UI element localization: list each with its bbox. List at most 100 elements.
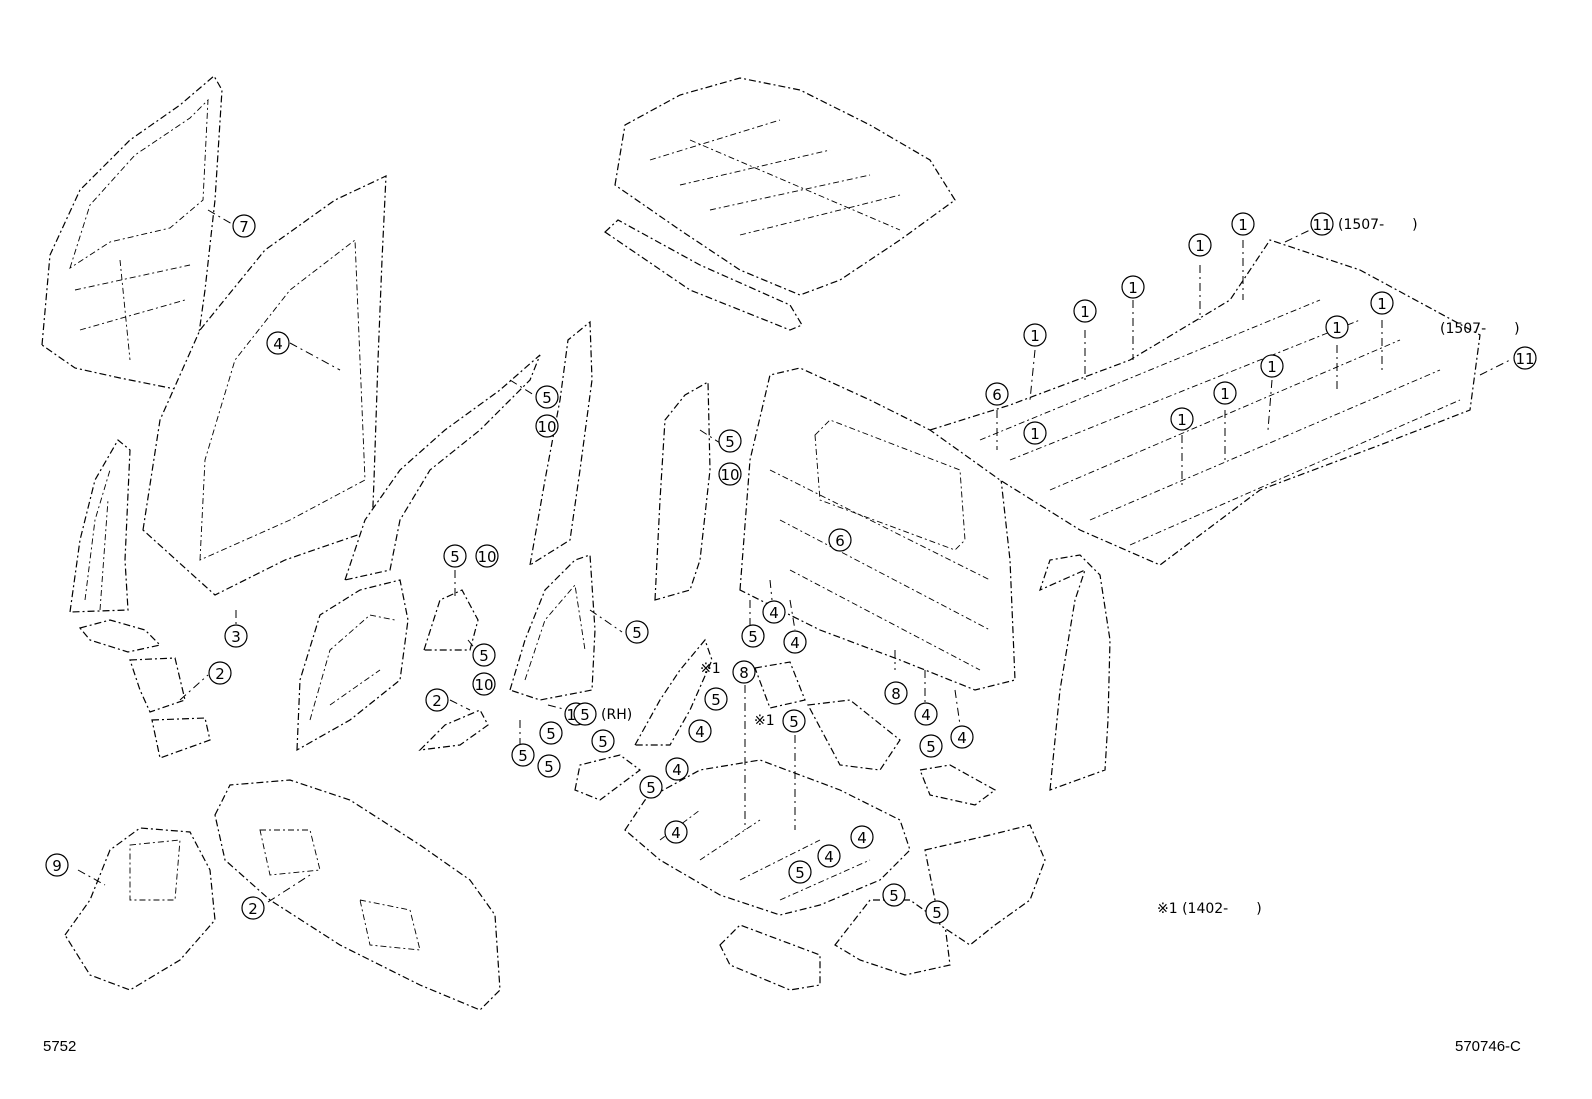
callout-number: 1 — [1267, 358, 1277, 376]
callout-number: 4 — [824, 848, 834, 866]
callout-1: 1 — [1325, 315, 1349, 339]
callout-circle — [475, 544, 499, 568]
callout-circle — [1513, 346, 1537, 370]
callout-circle — [266, 331, 290, 355]
callout-number: 1 — [1030, 425, 1040, 443]
callout-circle — [732, 660, 756, 684]
callout-circle — [828, 528, 852, 552]
callout-4: 4 — [762, 600, 786, 624]
part-rear-wheelhouse — [834, 899, 951, 976]
callout-circle — [850, 825, 874, 849]
callout-number: 10 — [474, 676, 493, 694]
callout-4: 4 — [688, 719, 712, 743]
callout-1: 1 — [1023, 421, 1047, 445]
part-side-member-lh — [633, 638, 713, 746]
callout-number: 1 — [1030, 327, 1040, 345]
part-side-bracket-b — [418, 709, 489, 751]
callout-number: 5 — [711, 691, 721, 709]
callout-note: (RH) — [601, 707, 632, 723]
callout-5: 5 — [625, 620, 649, 644]
callout-circle — [1213, 381, 1237, 405]
callout-circle — [573, 702, 597, 726]
part-c-pillar-inner — [654, 380, 711, 601]
callout-number: 5 — [479, 647, 489, 665]
part-dash-panel — [214, 779, 501, 1011]
callout-note: (1507- ) — [1338, 217, 1418, 233]
callout-4: 4 — [950, 725, 974, 749]
callout-number: 5 — [789, 713, 799, 731]
callout-number: 1 — [1177, 411, 1187, 429]
callout-circle — [425, 688, 449, 712]
part-rear-quarter-pillar — [1039, 554, 1111, 791]
callout-number: 1 — [1332, 319, 1342, 337]
callout-number: 11 — [1312, 216, 1331, 234]
part-floor-rail-front — [719, 924, 821, 991]
callout-11: 11 — [1513, 346, 1537, 370]
part-inner-pillar — [344, 354, 541, 581]
callout-circle — [1023, 323, 1047, 347]
callout-4: 4 — [665, 757, 689, 781]
callout-number: 5 — [932, 904, 942, 922]
callout-6: 6 — [828, 528, 852, 552]
callout-circle — [472, 672, 496, 696]
footnote-effective-date: ※1 (1402- ) — [1157, 901, 1262, 917]
callout-number: 4 — [857, 829, 867, 847]
callout-circle — [985, 382, 1009, 406]
callout-5: 5 — [443, 544, 467, 568]
callout-1: 1 — [1260, 354, 1284, 378]
callout-circle — [704, 687, 728, 711]
callout-circle — [224, 624, 248, 648]
callout-layer: 7432510510510510510255(RH)55592544544544… — [45, 212, 1537, 924]
note-effective-date-floor: (1507- ) — [1440, 321, 1520, 337]
callout-4: 4 — [817, 844, 841, 868]
callout-number: 5 — [598, 733, 608, 751]
callout-circle — [882, 883, 906, 907]
callout-number: 7 — [239, 218, 249, 236]
callout-circle — [664, 820, 688, 844]
callout-5: 5 — [539, 721, 563, 745]
callout-circle — [208, 661, 232, 685]
callout-number: 10 — [537, 418, 556, 436]
callout-5: 5 — [537, 754, 561, 778]
callout-circle — [782, 709, 806, 733]
callout-circle — [511, 743, 535, 767]
callout-10: 10 — [475, 544, 499, 568]
callout-circle — [688, 719, 712, 743]
callout-4: 4 — [850, 825, 874, 849]
callout-circle — [472, 643, 496, 667]
callout-5: 5 — [472, 643, 496, 667]
part-roof-header — [604, 219, 803, 331]
part-rear-side-member — [924, 824, 1046, 946]
part-rocker-bracket — [574, 754, 641, 801]
callout-circle — [241, 896, 265, 920]
callout-circle — [591, 729, 615, 753]
callout-number: 5 — [632, 624, 642, 642]
callout-4: 4 — [914, 702, 938, 726]
callout-circle — [232, 214, 256, 238]
note-star-8a: ※1 — [700, 661, 721, 677]
callout-number: 6 — [992, 386, 1002, 404]
callout-circle — [45, 853, 69, 877]
callout-circle — [665, 757, 689, 781]
callout-2: 2 — [208, 661, 232, 685]
callout-circle — [539, 721, 563, 745]
part-front-pillar-outer — [142, 175, 387, 596]
callout-10: 10 — [535, 414, 559, 438]
callout-5: 5 — [788, 860, 812, 884]
callout-4: 4 — [266, 331, 290, 355]
note-star-8b: ※1 — [754, 713, 775, 729]
callout-circle — [1260, 354, 1284, 378]
callout-5: 5 — [535, 385, 559, 409]
part-b-pillar-lower — [509, 554, 596, 701]
callout-5: 5 — [782, 709, 806, 733]
callout-5: 5 — [704, 687, 728, 711]
callout-circle — [919, 734, 943, 758]
footer-right-code: 570746-C — [1455, 1038, 1521, 1055]
callout-5: 5 — [882, 883, 906, 907]
part-a-pillar-lower — [69, 439, 131, 613]
callout-5: 5(RH) — [573, 702, 632, 726]
callout-number: 5 — [518, 747, 528, 765]
leader-lines — [77, 209, 1511, 903]
callout-circle — [914, 702, 938, 726]
callout-7: 7 — [232, 214, 256, 238]
